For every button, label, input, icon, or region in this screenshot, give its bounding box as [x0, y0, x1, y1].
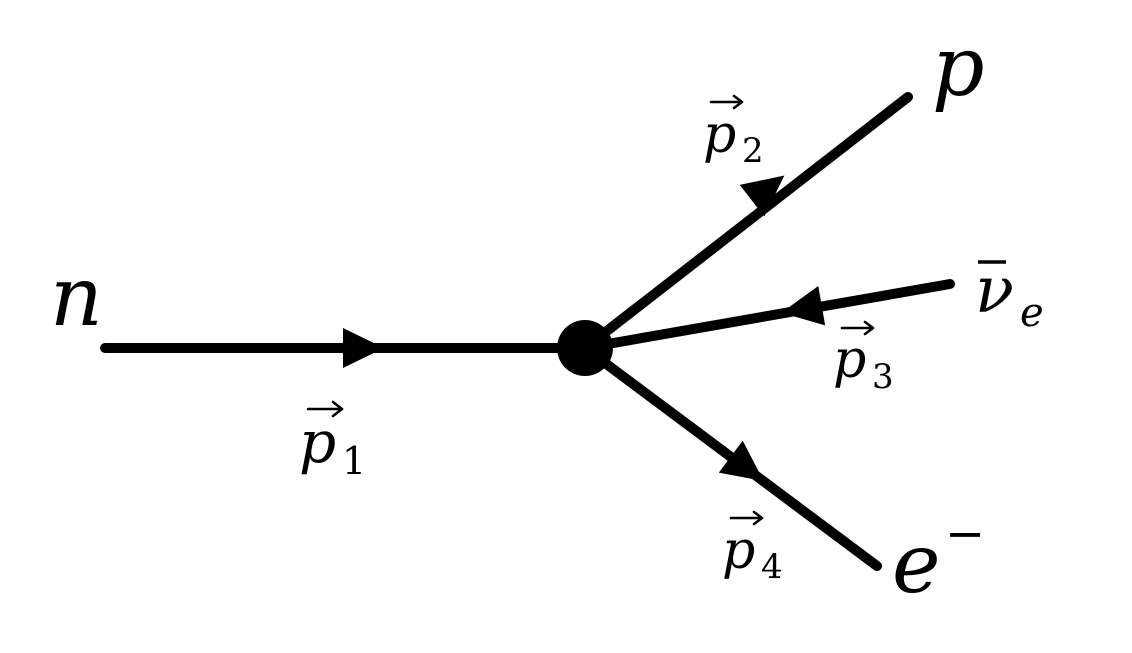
- proton-label: p: [932, 20, 985, 115]
- antineutrino-line: [580, 279, 955, 353]
- momentum-p2-label: p 2: [703, 94, 764, 171]
- vector-arrow-icon: [729, 510, 764, 526]
- antineutrino-symbol: ν: [975, 254, 1014, 328]
- momentum-p4-subscript: 4: [761, 547, 783, 587]
- momentum-p2-subscript: 2: [742, 131, 764, 171]
- momentum-p4-symbol: p: [722, 521, 755, 581]
- neutron-arrow-icon: [343, 328, 384, 368]
- momentum-p2-symbol: p: [703, 105, 736, 165]
- momentum-p1-symbol: p: [299, 408, 336, 476]
- antineutrino-subscript: e: [1020, 290, 1044, 336]
- electron-label: e −: [892, 506, 985, 612]
- electron-symbol: e: [892, 517, 941, 612]
- vector-arrow-icon: [709, 94, 744, 110]
- momentum-p4-label: p 4: [722, 510, 783, 587]
- vector-arrow-icon: [840, 320, 875, 336]
- electron-arrow-icon: [718, 440, 764, 482]
- proton-arrow-icon: [739, 175, 785, 217]
- vector-arrow-icon: [306, 400, 344, 418]
- momentum-p1-label: p 1: [299, 400, 366, 483]
- neutron-label: n: [50, 250, 103, 345]
- interaction-vertex: [557, 320, 613, 376]
- momentum-p3-symbol: p: [833, 330, 866, 390]
- momentum-p3-label: p 3: [833, 320, 894, 397]
- momentum-p3-subscript: 3: [872, 357, 894, 397]
- proton-line: [580, 92, 913, 353]
- antineutrino-label: ν e: [975, 254, 1044, 336]
- antineutrino-arrow-icon: [781, 286, 826, 326]
- electron-superscript: −: [945, 506, 985, 562]
- momentum-p1-subscript: 1: [342, 439, 366, 483]
